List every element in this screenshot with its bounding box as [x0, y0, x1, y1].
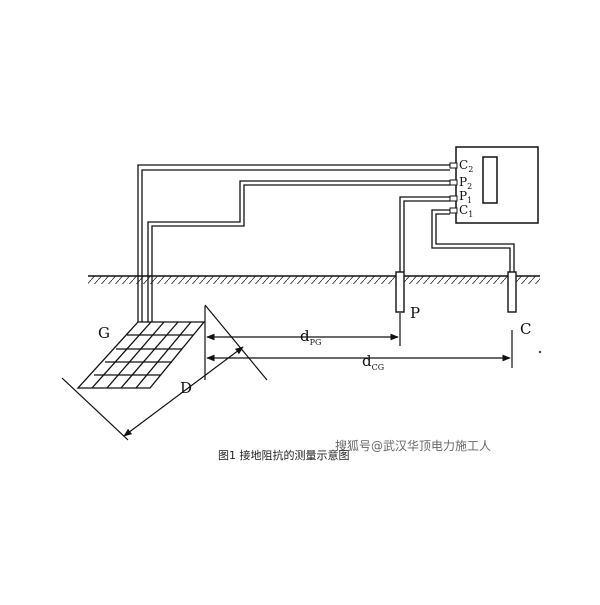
terminal-p1: [449, 195, 458, 202]
wire-p2-outer: [147, 180, 450, 322]
wire-c2-inner: [141, 169, 450, 322]
wire-c2-outer: [137, 164, 450, 322]
terminal-label-p1: P1: [459, 189, 472, 205]
label-grid-g: G: [98, 324, 110, 342]
terminal-label-c2: C2: [459, 158, 473, 174]
wire-c1-inner: [435, 213, 515, 272]
ground-surface: [88, 275, 540, 284]
impedance-meter: C2 P2 P1 C1: [449, 146, 539, 224]
label-dpg: dPG: [300, 327, 321, 347]
watermark: 搜狐号@武汉华顶电力施工人: [335, 438, 491, 453]
connection-wires: [137, 164, 515, 322]
label-diagonal-d: D: [180, 379, 192, 397]
label-probe-c: C: [520, 320, 531, 338]
figure-caption: 图1 接地阻抗的测量示意图: [218, 448, 350, 462]
probe-p: [395, 271, 405, 313]
terminal-p2: [449, 179, 458, 186]
label-dcg: dCG: [362, 352, 384, 372]
terminal-c2: [449, 162, 458, 169]
wire-p2-inner: [151, 184, 450, 322]
probe-c: [507, 271, 517, 313]
terminal-label-p2: P2: [459, 175, 472, 191]
stray-dot: [538, 350, 542, 354]
terminal-c1: [449, 207, 458, 214]
wire-p1-outer: [399, 196, 450, 272]
label-probe-p: P: [410, 304, 420, 322]
dimension-d: [61, 304, 268, 441]
terminal-label-c1: C1: [459, 203, 473, 219]
wire-c1-outer: [431, 209, 511, 272]
meter-display: [482, 156, 498, 204]
wire-p1-inner: [403, 200, 450, 272]
distance-dimensions: [204, 306, 513, 380]
